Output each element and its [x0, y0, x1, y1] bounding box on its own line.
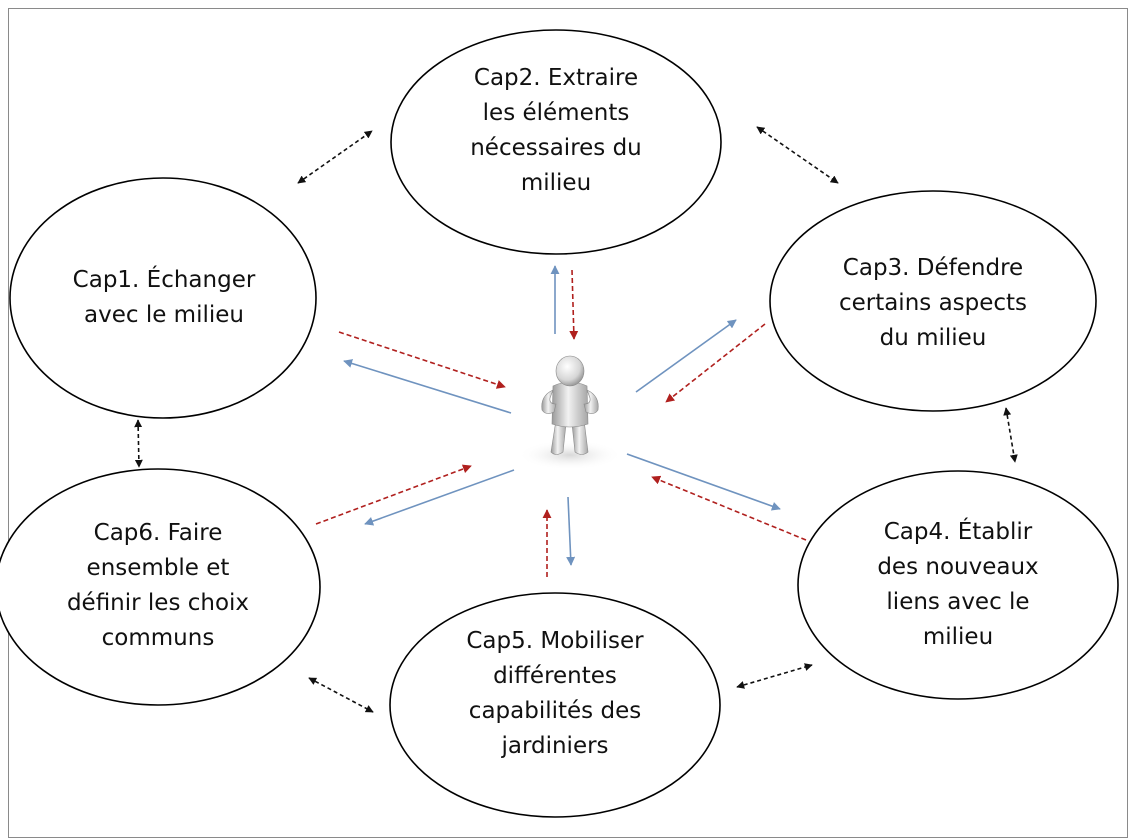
cap3-line-1: Cap3. Défendre	[842, 255, 1024, 281]
cap5-label: Cap5. Mobiliser différentes capabilités …	[410, 624, 700, 764]
cap4-line-2: des nouveaux	[877, 554, 1039, 580]
cap2-ellipse	[390, 29, 722, 255]
arrow-out-cap1	[343, 359, 512, 414]
arrow-in-cap4	[651, 475, 807, 541]
arrow-in-cap3	[665, 323, 766, 403]
arrow-out-cap6	[364, 469, 515, 526]
cap3-label: Cap3. Défendre certains aspects du milie…	[788, 251, 1078, 356]
cap6-ellipse	[0, 468, 321, 706]
cap4-label: Cap4. Établir des nouveaux liens avec le…	[818, 515, 1098, 655]
cap1-label: Cap1. Échanger avec le milieu	[24, 263, 304, 333]
cap5-ellipse	[389, 592, 721, 818]
arrow-in-cap2	[569, 269, 579, 340]
link-cap5-cap6	[308, 677, 374, 713]
cap4-line-1: Cap4. Établir	[883, 519, 1033, 545]
cap2-label: Cap2. Extraire les éléments nécessaires …	[411, 61, 701, 201]
cap3-line-3: du milieu	[879, 325, 987, 351]
cap4-line-3: liens avec le	[886, 589, 1030, 615]
link-cap3-cap4	[1003, 407, 1018, 463]
arrow-out-cap3	[635, 319, 737, 393]
cap6-label: Cap6. Faire ensemble et définir les choi…	[18, 516, 298, 656]
cap4-ellipse	[797, 470, 1119, 700]
cap3-line-2: certains aspects	[838, 290, 1028, 316]
cap2-line-2: les éléments	[482, 100, 630, 126]
cap5-line-1: Cap5. Mobiliser	[466, 628, 644, 654]
standing-person-figure	[518, 355, 622, 470]
cap6-line-3: définir les choix	[66, 590, 250, 616]
cap1-line-2: avec le milieu	[84, 302, 244, 328]
link-cap2-cap3	[756, 126, 839, 184]
cap3-ellipse	[769, 190, 1097, 412]
cap4-line-4: milieu	[922, 624, 994, 650]
link-cap4-cap5	[736, 663, 813, 689]
cap6-line-1: Cap6. Faire	[93, 520, 223, 546]
cap6-line-2: ensemble et	[86, 555, 230, 581]
link-cap1-cap2	[297, 130, 373, 184]
arrow-in-cap6	[315, 464, 472, 525]
arrow-in-cap1	[338, 331, 506, 389]
arrow-out-cap5	[566, 496, 576, 566]
cap5-line-4: jardiniers	[501, 733, 609, 759]
cap2-line-1: Cap2. Extraire	[473, 65, 639, 91]
cap5-line-3: capabilités des	[468, 698, 642, 724]
cap2-line-4: milieu	[520, 170, 592, 196]
cap6-line-4: communs	[101, 625, 215, 651]
link-cap6-cap1	[134, 419, 143, 468]
cap1-ellipse	[9, 177, 317, 419]
cap5-line-2: différentes	[493, 663, 617, 689]
cap2-line-3: nécessaires du	[470, 135, 642, 161]
arrow-out-cap4	[626, 453, 781, 511]
cap1-line-1: Cap1. Échanger	[72, 267, 256, 293]
